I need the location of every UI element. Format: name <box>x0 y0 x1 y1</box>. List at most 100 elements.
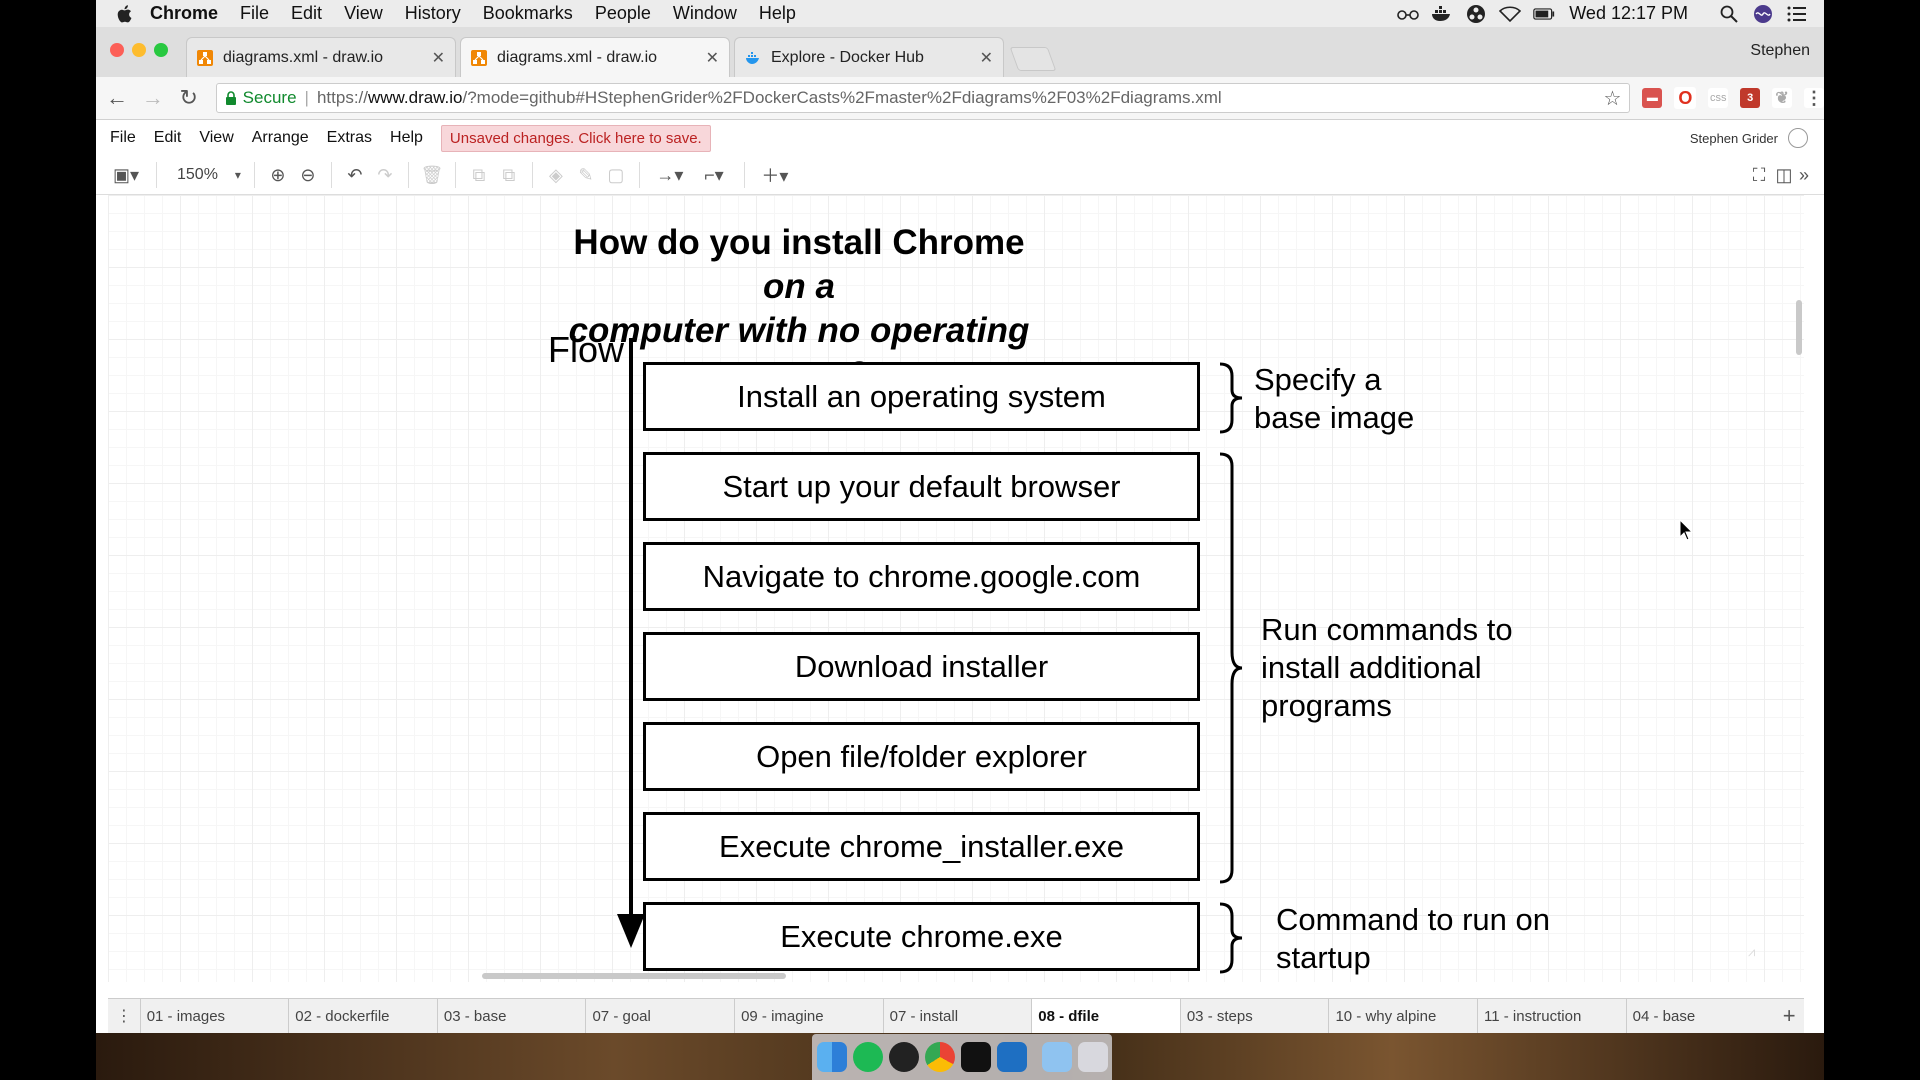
step-box[interactable]: Navigate to chrome.google.com <box>643 542 1200 611</box>
close-tab-icon[interactable]: ✕ <box>431 49 445 67</box>
menubar-help[interactable]: Help <box>758 3 796 23</box>
page-tab[interactable]: 04 - base <box>1625 999 1775 1033</box>
terminal-icon[interactable] <box>960 1042 991 1072</box>
page-tab-active[interactable]: 08 - dfile <box>1031 999 1180 1033</box>
to-front-icon[interactable]: ⧉ <box>472 164 486 185</box>
address-bar[interactable]: Secure | https:// www.draw.io /?mode=git… <box>215 83 1631 113</box>
docker-icon[interactable] <box>1431 3 1453 25</box>
page-tab[interactable]: 02 - dockerfile <box>288 999 437 1033</box>
globe-icon[interactable] <box>1788 128 1808 148</box>
chrome-menu-icon[interactable]: ⋮ <box>1804 87 1824 108</box>
drawio-menu-help[interactable]: Help <box>390 129 423 146</box>
back-arrow-icon[interactable]: ← <box>105 85 128 110</box>
finder-icon[interactable] <box>816 1042 847 1072</box>
page-tab[interactable]: 09 - imagine <box>734 999 883 1033</box>
shadow-icon[interactable]: ▢ <box>607 164 625 185</box>
drawio-menu-view[interactable]: View <box>199 129 234 146</box>
browser-tab-1[interactable]: diagrams.xml - draw.io ✕ <box>186 37 456 77</box>
close-tab-icon[interactable]: ✕ <box>979 49 993 67</box>
folder-icon[interactable] <box>1041 1042 1072 1072</box>
fullscreen-icon[interactable]: ⛶ <box>1752 164 1766 185</box>
notification-center-icon[interactable] <box>1786 3 1808 25</box>
css-extension-icon[interactable]: css <box>1708 88 1729 108</box>
new-tab-button[interactable] <box>1009 47 1057 71</box>
reload-icon[interactable]: ↻ <box>179 85 198 110</box>
curly-brace[interactable] <box>1218 452 1248 884</box>
drawio-user-menu[interactable]: Stephen Grider <box>1689 130 1778 146</box>
page-tab[interactable]: 11 - instruction <box>1477 999 1626 1033</box>
horizontal-scrollbar[interactable] <box>482 973 786 979</box>
profile-name[interactable]: Stephen <box>1750 42 1810 59</box>
battery-icon[interactable] <box>1533 3 1555 25</box>
obs-icon[interactable] <box>1465 3 1487 25</box>
split-panel-icon[interactable]: ◫ <box>1775 164 1793 185</box>
step-box[interactable]: Download installer <box>643 632 1200 701</box>
page-tab[interactable]: 03 - base <box>436 999 586 1033</box>
opera-extension-icon[interactable]: O <box>1674 87 1697 109</box>
brace-note-run-commands[interactable]: Run commands to install additional progr… <box>1261 611 1513 725</box>
zoom-window-button[interactable] <box>154 43 168 57</box>
browser-tab-3[interactable]: Explore - Docker Hub ✕ <box>734 37 1004 77</box>
siri-icon[interactable] <box>1752 3 1774 25</box>
apple-icon[interactable] <box>114 3 136 25</box>
close-tab-icon[interactable]: ✕ <box>705 49 719 67</box>
waypoints-icon[interactable]: ⌐▾ <box>704 164 724 185</box>
unsaved-changes-button[interactable]: Unsaved changes. Click here to save. <box>440 124 711 152</box>
drawio-menu-extras[interactable]: Extras <box>326 129 373 146</box>
page-tab[interactable]: 01 - images <box>139 999 289 1033</box>
step-box[interactable]: Start up your default browser <box>643 452 1200 521</box>
menubar-edit[interactable]: Edit <box>291 3 323 23</box>
curly-brace[interactable] <box>1218 362 1248 434</box>
obs-dock-icon[interactable] <box>888 1042 919 1072</box>
page-tab[interactable]: 07 - install <box>882 999 1032 1033</box>
wifi-icon[interactable] <box>1499 3 1522 25</box>
menubar-people[interactable]: People <box>594 3 651 23</box>
format-panel-toggle-icon[interactable]: ▣▾ <box>112 164 140 185</box>
zoom-in-icon[interactable]: ⊕ <box>270 164 286 185</box>
step-box[interactable]: Open file/folder explorer <box>643 722 1200 791</box>
drawio-menu-edit[interactable]: Edit <box>153 129 182 146</box>
menubar-history[interactable]: History <box>404 3 461 23</box>
menubar-file[interactable]: File <box>240 3 270 23</box>
bookmark-star-icon[interactable]: ☆ <box>1603 87 1622 110</box>
menubar-window[interactable]: Window <box>672 3 737 23</box>
zoom-level-dropdown[interactable]: 150% <box>177 166 218 183</box>
close-window-button[interactable] <box>110 43 124 57</box>
to-back-icon[interactable]: ⧉ <box>502 164 516 185</box>
vscode-icon[interactable] <box>996 1042 1027 1072</box>
spotlight-search-icon[interactable] <box>1718 3 1740 25</box>
extension-leaf-icon[interactable]: ❦ <box>1772 88 1793 108</box>
connection-arrow-icon[interactable]: →▾ <box>656 164 684 185</box>
insert-plus-icon[interactable]: ＋▾ <box>761 166 789 186</box>
page-tab[interactable]: 03 - steps <box>1179 999 1329 1033</box>
chrome-icon[interactable] <box>924 1042 955 1072</box>
fill-color-icon[interactable]: ◈ <box>549 164 563 185</box>
menubar-bookmarks[interactable]: Bookmarks <box>482 3 573 23</box>
extension-red-icon[interactable]: ▬ <box>1642 88 1663 108</box>
zoom-out-icon[interactable]: ⊖ <box>300 164 316 185</box>
redo-icon[interactable]: ↷ <box>377 164 393 185</box>
glasses-icon[interactable] <box>1397 3 1420 25</box>
flow-label[interactable]: Flow <box>548 329 625 370</box>
add-page-icon[interactable]: + <box>1782 1003 1796 1028</box>
menubar-app-name[interactable]: Chrome <box>150 3 219 23</box>
undo-icon[interactable]: ↶ <box>347 164 363 185</box>
diagram-canvas[interactable]: How do you install Chrome on a computer … <box>108 195 1804 982</box>
line-color-icon[interactable]: ✎ <box>578 164 594 185</box>
delete-trash-icon[interactable]: 🗑 <box>420 164 444 185</box>
flow-arrow[interactable] <box>616 338 646 950</box>
step-box[interactable]: Execute chrome.exe <box>643 902 1200 971</box>
menubar-clock[interactable]: Wed 12:17 PM <box>1569 3 1688 23</box>
drawio-menu-file[interactable]: File <box>110 129 136 146</box>
trash-icon[interactable] <box>1077 1042 1108 1072</box>
extension-badge-icon[interactable]: 3 <box>1740 88 1761 108</box>
drawio-menu-arrange[interactable]: Arrange <box>251 129 309 146</box>
pages-menu-icon[interactable]: ⋮ <box>115 1008 132 1025</box>
browser-tab-2[interactable]: diagrams.xml - draw.io ✕ <box>460 37 730 77</box>
brace-note-startup-command[interactable]: Command to run on startup <box>1276 901 1550 977</box>
step-box[interactable]: Execute chrome_installer.exe <box>643 812 1200 881</box>
spotify-icon[interactable] <box>852 1042 883 1072</box>
zoom-dropdown-chevron-icon[interactable]: ▾ <box>234 168 241 182</box>
curly-brace[interactable] <box>1218 902 1248 974</box>
forward-arrow-icon[interactable]: → <box>141 85 164 110</box>
